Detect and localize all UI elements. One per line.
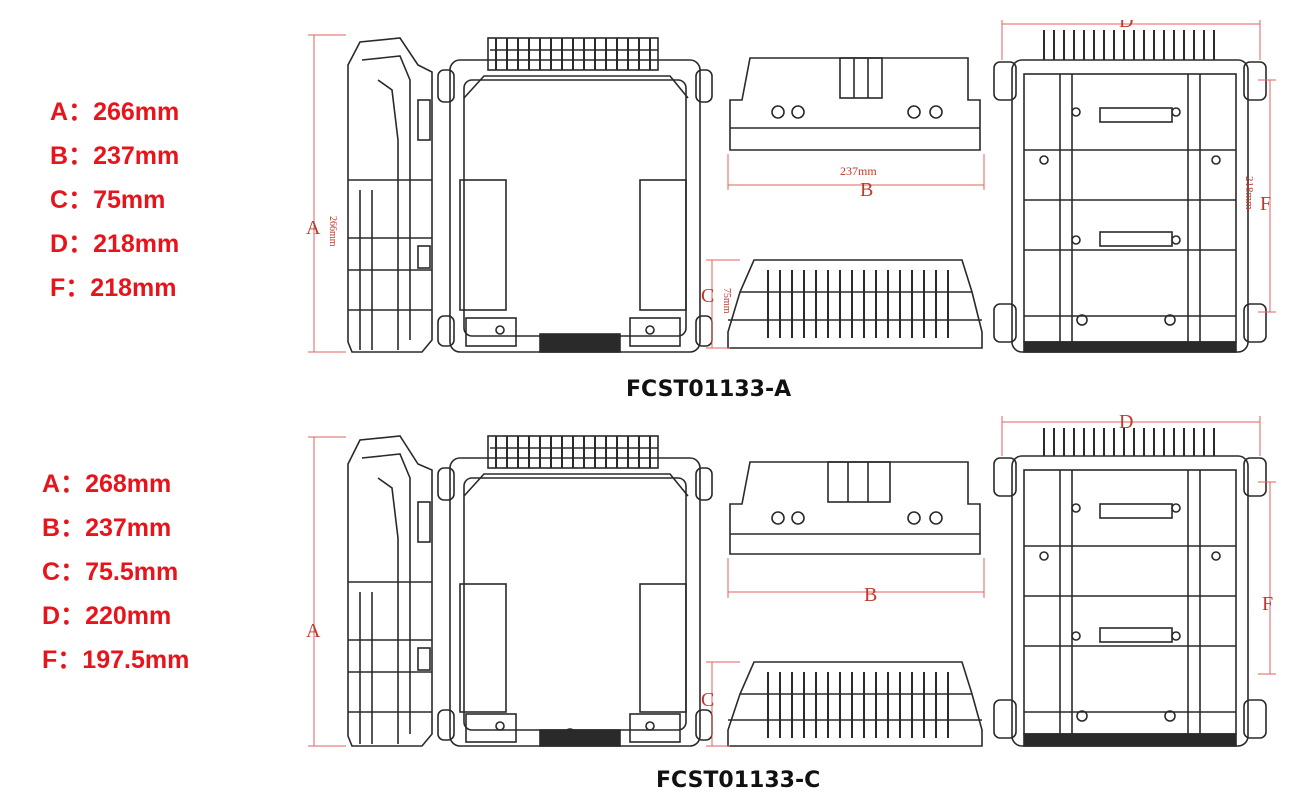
dimension-a: [308, 34, 346, 353]
front-view-fins: [495, 38, 651, 70]
dimension-label-a: A: [306, 217, 321, 239]
spec-value: 218mm: [90, 274, 177, 302]
spec-sep: ：: [68, 142, 94, 170]
spec-row-c: C：75.5mm: [42, 560, 178, 585]
spec-key: D: [42, 602, 61, 630]
spec-sep: ：: [60, 470, 86, 498]
dimension-a: [308, 436, 346, 747]
dimension-value-a: 266mm: [327, 216, 338, 247]
spec-value: 237mm: [93, 142, 180, 170]
dimension-d: [1001, 416, 1261, 456]
bottom-view: [727, 259, 983, 349]
spec-value: 220mm: [85, 602, 172, 630]
spec-row-c: C：75mm: [50, 188, 165, 213]
dimension-label-a: A: [306, 620, 321, 642]
spec-sep: ：: [68, 186, 94, 214]
spec-row-d: D：220mm: [42, 604, 171, 629]
spec-row-b: B：237mm: [42, 516, 171, 541]
spec-key: B: [42, 514, 61, 542]
bottom-view-fins: [767, 270, 949, 338]
dimension-c: [706, 661, 740, 747]
spec-key: A: [50, 98, 69, 126]
dimension-label-d: D: [1119, 412, 1133, 433]
dimension-label-f: F: [1262, 593, 1273, 615]
side-view: [347, 435, 433, 747]
dimension-label-b: B: [864, 584, 877, 606]
dimension-label-f: F: [1260, 193, 1271, 215]
back-view: [993, 455, 1267, 747]
technical-drawing-a: A 266mm 237mm B: [306, 20, 1276, 353]
dimension-label-c: C: [701, 285, 714, 307]
spec-sep: ：: [68, 98, 94, 126]
dimension-d: [1001, 20, 1261, 60]
side-view: [347, 37, 433, 353]
spec-sep: ：: [57, 646, 83, 674]
model-title-c: FCST01133-C: [656, 768, 821, 793]
spec-row-a: A：268mm: [42, 472, 171, 497]
spec-key: D: [50, 230, 69, 258]
model-title-a: FCST01133-A: [626, 377, 792, 402]
spec-key: F: [42, 646, 58, 674]
front-view: [437, 37, 713, 353]
spec-sep: ：: [68, 230, 94, 258]
spec-sep: ：: [60, 558, 86, 586]
spec-value: 197.5mm: [82, 646, 190, 674]
spec-row-d: D：218mm: [50, 232, 179, 257]
dimension-label-d: D: [1119, 20, 1133, 32]
top-view: [729, 57, 981, 151]
back-view-fins: [1043, 30, 1215, 60]
dimension-value-f: 218mm: [1243, 176, 1255, 210]
spec-sep: ：: [65, 274, 91, 302]
dimension-value-b: 237mm: [840, 164, 877, 178]
front-view: [437, 435, 713, 747]
spec-row-b: B：237mm: [50, 144, 179, 169]
dimension-label-b: B: [860, 179, 873, 201]
spec-value: 268mm: [85, 470, 172, 498]
back-view-fins: [1043, 428, 1215, 456]
bottom-view: [727, 661, 983, 747]
dimension-b: [727, 154, 985, 190]
spec-row-f: F：197.5mm: [42, 648, 189, 673]
spec-key: C: [50, 186, 69, 214]
front-view-fins: [495, 436, 651, 468]
dimension-c: [706, 259, 740, 349]
spec-key: B: [50, 142, 69, 170]
spec-key: F: [50, 274, 66, 302]
spec-key: C: [42, 558, 61, 586]
top-view: [729, 461, 981, 555]
bottom-view-fins: [767, 672, 949, 738]
spec-row-a: A：266mm: [50, 100, 179, 125]
spec-value: 75mm: [93, 186, 166, 214]
spec-sep: ：: [60, 514, 86, 542]
spec-row-f: F：218mm: [50, 276, 176, 301]
dimension-f: [1258, 481, 1276, 675]
dimension-label-c: C: [701, 689, 714, 711]
spec-key: A: [42, 470, 61, 498]
spec-value: 237mm: [85, 514, 172, 542]
spec-value: 266mm: [93, 98, 180, 126]
spec-sep: ：: [60, 602, 86, 630]
dimension-f: [1258, 79, 1276, 313]
dimension-value-c: 75mm: [721, 288, 732, 314]
technical-drawing-c: A B: [306, 412, 1276, 747]
spec-value: 218mm: [93, 230, 180, 258]
back-view: [993, 59, 1267, 353]
dimension-b: [727, 558, 985, 598]
spec-value: 75.5mm: [85, 558, 179, 586]
